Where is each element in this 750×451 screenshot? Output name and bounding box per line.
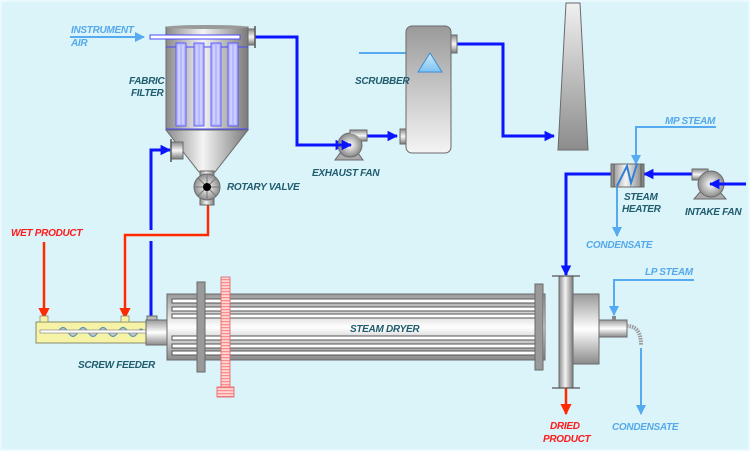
label-fabric-filter-1: FABRIC xyxy=(129,76,166,87)
scrubber[interactable] xyxy=(399,25,458,154)
pipe-dryer-to-filter-upper xyxy=(149,144,172,230)
pipe-mp-steam xyxy=(631,126,716,165)
heating-coil-icon xyxy=(616,163,638,187)
label-exhaust-fan: EXHAUST FAN xyxy=(312,168,380,179)
rotary-valve[interactable] xyxy=(193,170,221,206)
spray-nozzle-icon xyxy=(417,52,443,73)
drive-gear xyxy=(220,276,231,388)
label-wet-product: WET PRODUCT xyxy=(11,228,83,239)
pipe-rotary-valve-to-feeder xyxy=(119,204,210,320)
label-instrument-air-2: AIR xyxy=(70,38,88,49)
label-steam-dryer: STEAM DRYER xyxy=(350,324,420,335)
label-dried-product-1: DRIED xyxy=(550,421,580,432)
steam-dryer[interactable] xyxy=(145,275,643,398)
steam-heater[interactable] xyxy=(610,163,645,188)
label-scrubber: SCRUBBER xyxy=(355,76,410,87)
label-steam-heater-2: HEATER xyxy=(622,204,662,215)
label-rotary-valve: ROTARY VALVE xyxy=(227,182,300,193)
screw-feeder[interactable] xyxy=(35,315,147,344)
label-instrument-air-1: INSTRUMENT xyxy=(71,25,135,36)
condensate-hose xyxy=(626,324,643,346)
label-screw-feeder: SCREW FEEDER xyxy=(78,360,156,371)
label-intake-fan: INTAKE FAN xyxy=(685,207,742,218)
label-lp-steam: LP STEAM xyxy=(645,267,694,278)
stack xyxy=(557,2,589,151)
label-heater-condensate: CONDENSATE xyxy=(586,240,653,251)
pipe-lp-steam xyxy=(609,279,694,316)
pipe-filter-to-exhaust-fan xyxy=(255,35,347,151)
label-dryer-condensate: CONDENSATE xyxy=(612,422,679,433)
label-fabric-filter-2: FILTER xyxy=(131,88,165,99)
fabric-filter[interactable] xyxy=(149,25,256,173)
label-dried-product-2: PRODUCT xyxy=(543,434,592,445)
pipe-heater-to-dryer xyxy=(560,172,611,277)
pipe-scrubber-to-stack xyxy=(456,42,556,142)
label-mp-steam: MP STEAM xyxy=(665,116,716,127)
label-steam-heater-1: STEAM xyxy=(624,192,658,203)
